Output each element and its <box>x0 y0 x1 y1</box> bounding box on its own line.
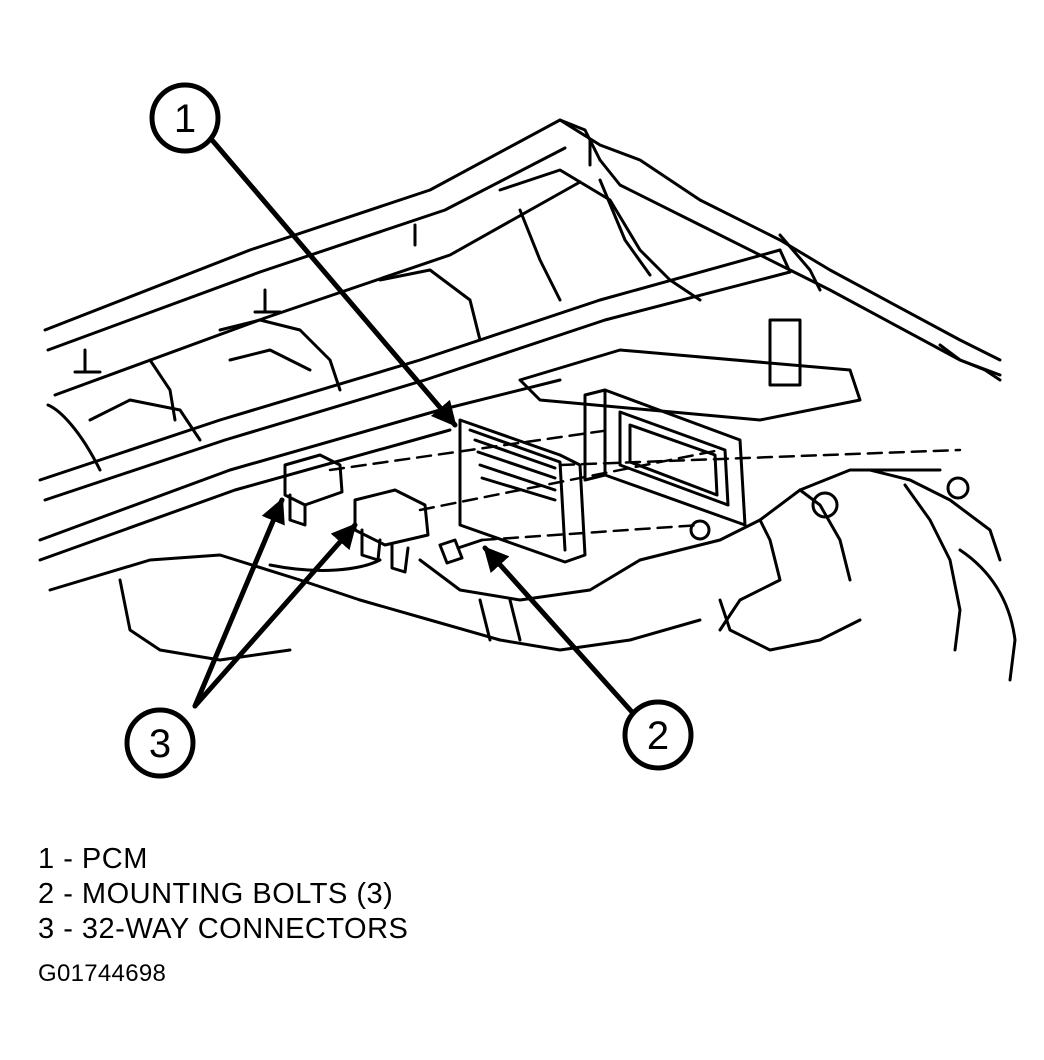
leader-line-3a <box>192 497 285 709</box>
leader-lines <box>192 137 635 715</box>
legend-text: MOUNTING BOLTS (3) <box>81 878 394 910</box>
legend-number: 1 <box>38 843 55 875</box>
callout-number: 3 <box>149 722 171 766</box>
leader-line-2 <box>482 545 635 715</box>
vehicle-body-linework <box>38 118 1017 682</box>
callout-circle <box>622 699 694 771</box>
legend-text: 32-WAY CONNECTORS <box>81 913 409 945</box>
legend-separator: - <box>54 913 82 945</box>
callout-3: 3 <box>124 707 196 779</box>
engine-bay-diagram: 1 2 3 <box>38 82 1017 779</box>
leader-line-3b <box>192 522 358 709</box>
figure-id: G01744698 <box>38 960 167 987</box>
legend: 1 - PCM 2 - MOUNTING BOLTS (3) 3 - 32-WA… <box>38 842 408 947</box>
callout-2: 2 <box>622 699 694 771</box>
legend-item-connectors: 3 - 32-WAY CONNECTORS <box>38 912 408 947</box>
callout-circle <box>149 82 221 154</box>
legend-separator: - <box>54 843 82 875</box>
leader-line-1 <box>209 137 458 428</box>
legend-item-pcm: 1 - PCM <box>38 842 408 877</box>
legend-separator: - <box>54 878 82 910</box>
legend-text: PCM <box>81 843 148 875</box>
legend-number: 3 <box>38 913 55 945</box>
callout-number: 2 <box>647 714 669 758</box>
legend-item-mounting-bolts: 2 - MOUNTING BOLTS (3) <box>38 877 408 912</box>
callout-number: 1 <box>174 97 196 141</box>
callout-1: 1 <box>149 82 221 154</box>
callout-circle <box>124 707 196 779</box>
legend-number: 2 <box>38 878 55 910</box>
